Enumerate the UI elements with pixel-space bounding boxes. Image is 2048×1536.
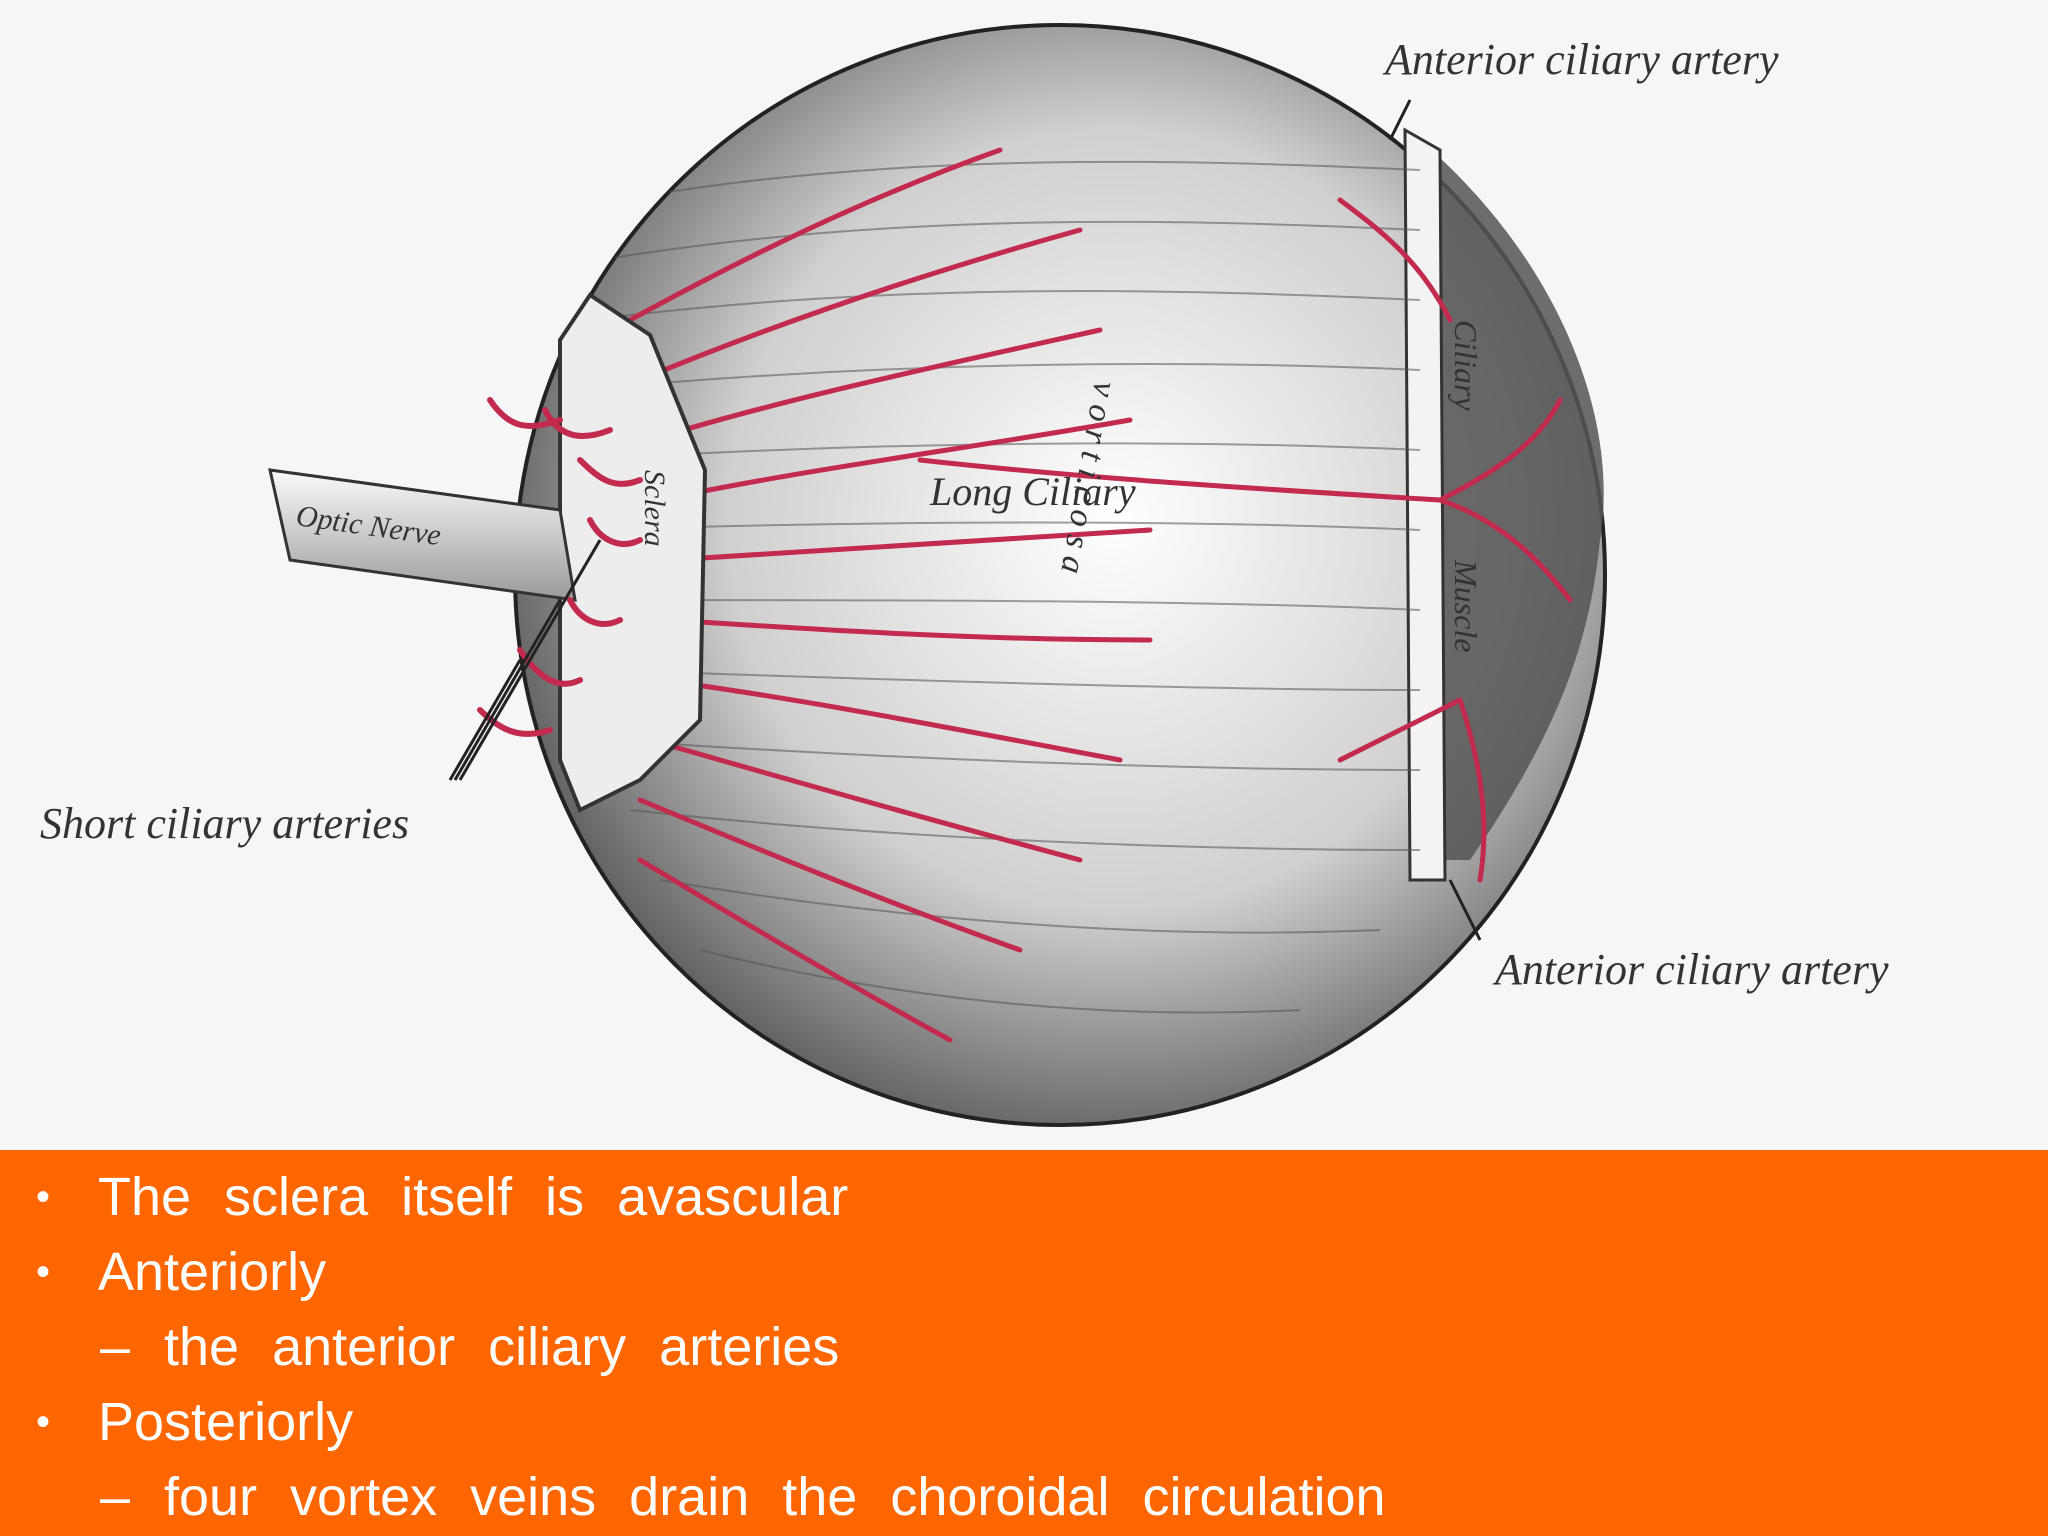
bullet-marker: • <box>36 1175 51 1219</box>
bullet-text: Anteriorly <box>98 1242 327 1302</box>
eye-vascular-illustration: Optic Nerve Sclera Long Ciliary Ciliary … <box>40 23 1889 1127</box>
bullet-list: • The sclera itself is avascular • Anter… <box>0 1150 2048 1536</box>
ciliary-band <box>1403 127 1447 882</box>
sclera-label: Sclera <box>638 470 671 547</box>
bullet-text: Posteriorly <box>98 1392 354 1452</box>
eyeball-drawing: Optic Nerve Sclera Long Ciliary Ciliary … <box>268 23 1607 1127</box>
optic-nerve <box>268 468 577 602</box>
ciliary-muscle-label-1: Ciliary <box>1448 320 1484 411</box>
engraved-labels: Optic Nerve Sclera Long Ciliary Ciliary … <box>294 320 1484 652</box>
label-leader-lines <box>448 99 1482 941</box>
ciliary-muscle-label-2: Muscle <box>1448 559 1484 652</box>
bullet-text-band: • The sclera itself is avascular • Anter… <box>0 1150 2048 1536</box>
bullet-text: The sclera itself is avascular <box>98 1167 849 1227</box>
scleral-striations <box>579 160 1421 1014</box>
long-ciliary-label: Long Ciliary <box>929 469 1136 514</box>
cornea <box>1420 140 1604 860</box>
bullet-marker: • <box>36 1250 51 1294</box>
bullet-marker: • <box>36 1400 51 1444</box>
dash-marker: – <box>100 1467 131 1527</box>
anterior-ciliary-artery-bottom-label: Anterior ciliary artery <box>1495 945 1889 994</box>
sub-bullet-text: four vortex veins drain the choroidal ci… <box>164 1467 1386 1527</box>
dash-marker: – <box>100 1317 131 1377</box>
short-ciliary-arteries-label: Short ciliary arteries <box>40 799 410 848</box>
anterior-ciliary-artery-top-label: Anterior ciliary artery <box>1385 35 1779 84</box>
sub-bullet-text: the anterior ciliary arteries <box>164 1317 840 1377</box>
sclera-cut-edge <box>558 292 708 813</box>
ciliary-vessels <box>627 147 1573 1043</box>
